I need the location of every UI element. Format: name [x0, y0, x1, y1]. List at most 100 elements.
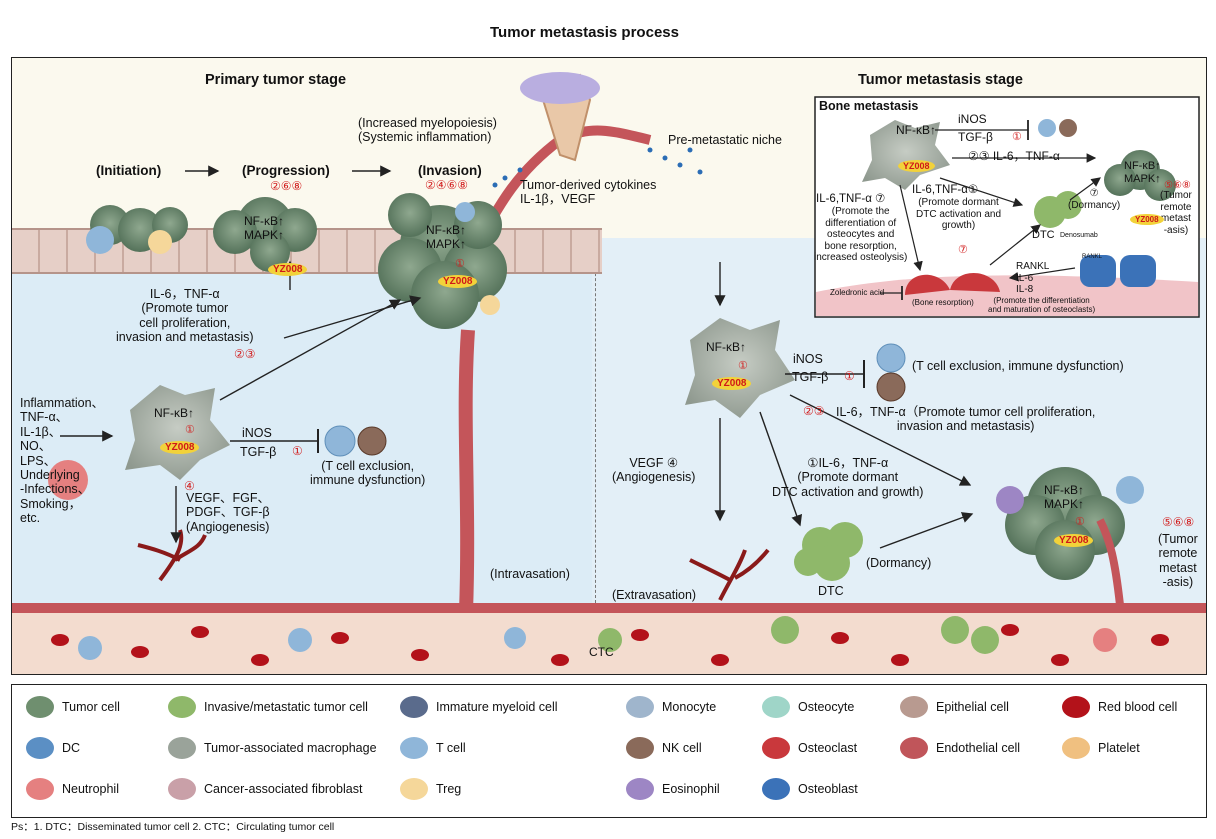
legend-item-t-cell: T cell [400, 737, 466, 759]
remote-circle-one: ① [1075, 516, 1085, 528]
stage-divider [595, 258, 596, 608]
legend-item-red-blood-cell: Red blood cell [1062, 696, 1177, 718]
macrophage-icon [168, 737, 196, 759]
legend-label: Neutrophil [62, 782, 119, 796]
legend-label: Endothelial cell [936, 741, 1021, 755]
progression-numbers: ②⑥⑧ [270, 179, 303, 193]
neutrophil-icon [26, 778, 54, 800]
initiation-label: (Initiation) [96, 163, 162, 178]
legend-label: Eosinophil [662, 782, 720, 796]
left-inos: iNOS [242, 426, 272, 440]
cytokines-text: Tumor-derived cytokines IL-1β，VEGF [520, 178, 657, 207]
bone-left-text: (Promote the differentiation of osteocyt… [814, 206, 908, 263]
progression-tumor [213, 197, 317, 272]
vessel-cells [78, 616, 1117, 660]
bone-seven-mid: ⑦ [958, 244, 968, 256]
legend-item-eosinophil: Eosinophil [626, 778, 720, 800]
extravasation-label: (Extravasation) [612, 588, 697, 602]
middle-macrophage-circle-one: ① [738, 360, 748, 372]
nk-cell-icon [626, 737, 654, 759]
bone-remote-numbers: ⑤⑥⑧ [1164, 180, 1191, 191]
primary-stage-heading: Primary tumor stage [205, 72, 347, 88]
legend-item-invasive-tumor-cell: Invasive/metastatic tumor cell [168, 696, 368, 718]
invasion-circle-one: ① [455, 258, 465, 270]
bone-heading: Bone metastasis [819, 99, 919, 113]
remote-text: (Tumor remote metast -asis) [1158, 532, 1198, 590]
progression-nfkb-mapk: NF-κB↑ MAPK↑ [244, 214, 285, 242]
bone-rankl-text: RANKL IL-6 IL-8 [1016, 261, 1050, 295]
invasion-yz008: YZ008 [438, 275, 478, 288]
bone-inos: iNOS [958, 112, 987, 126]
middle-inos: iNOS [793, 352, 823, 366]
bone-tgf-circle-one: ① [1012, 131, 1022, 143]
middle-il6-numbers: ②③ [803, 404, 825, 418]
il6-promote-text: IL-6，TNF-α (Promote tumor cell prolifera… [116, 287, 254, 345]
bone-yz008: YZ008 [898, 160, 935, 172]
middle-tgf: TGF-β [792, 370, 829, 384]
middle-tgf-circle-one: ① [844, 369, 855, 383]
myelopoiesis-text: (Increased myelopoiesis) (Systemic infla… [358, 116, 497, 145]
invasion-label: (Invasion) [418, 163, 482, 178]
bone-il6-tnf: ②③ IL-6，TNF-α [968, 149, 1060, 163]
progression-yz008: YZ008 [268, 263, 308, 276]
tissue-background-left [12, 268, 592, 668]
il6-numbers: ②③ [234, 347, 256, 361]
legend-label: Osteocyte [798, 700, 855, 714]
remote-yz008: YZ008 [1054, 534, 1094, 547]
legend-item-treg: Treg [400, 778, 461, 800]
legend-item-epithelial-cell: Epithelial cell [900, 696, 1009, 718]
fibroblast-icon [168, 778, 196, 800]
angiogenesis-vessel-right [689, 548, 770, 601]
middle-dormancy-label: (Dormancy) [866, 556, 932, 570]
eosinophil-icon [626, 778, 654, 800]
bone-resorption-label: (Bone resorption) [912, 298, 974, 307]
legend-item-osteoblast: Osteoblast [762, 778, 858, 800]
legend-item-neutrophil: Neutrophil [26, 778, 119, 800]
epithelial-cell-icon [900, 696, 928, 718]
left-tcell-exclusion: (T cell exclusion, immune dysfunction) [310, 459, 426, 488]
progression-label: (Progression) [242, 163, 330, 178]
legend-item-osteocyte: Osteocyte [762, 696, 854, 718]
legend-label: T cell [436, 741, 466, 755]
legend-item-dc: DC [26, 737, 80, 759]
middle-macrophage-yz008: YZ008 [712, 377, 752, 390]
inflammation-list: Inflammation、 TNF-α、 IL-1β、 NO、 LPS、 Und… [20, 396, 105, 525]
left-macrophage-circle-one: ① [185, 424, 195, 436]
endothelial-cell-icon [900, 737, 928, 759]
legend-item-platelet: Platelet [1062, 737, 1140, 759]
invasion-numbers: ②④⑥⑧ [425, 178, 469, 192]
legend-label: Red blood cell [1098, 700, 1178, 714]
red-blood-cells [51, 624, 1169, 666]
t-cell-icon [400, 737, 428, 759]
remote-nfkb-mapk: NF-κB↑ MAPK↑ [1044, 483, 1085, 511]
middle-vegf-text: VEGF ④ (Angiogenesis) [612, 456, 696, 485]
osteoblast-icon [762, 778, 790, 800]
legend-label: Osteoblast [798, 782, 858, 796]
bone-dtc-label: DTC [1032, 229, 1055, 241]
monocyte-icon [626, 696, 654, 718]
legend-item-immature-myeloid-cell: Immature myeloid cell [400, 696, 558, 718]
legend-item-fibroblast: Cancer-associated fibroblast [168, 778, 362, 800]
metastasis-stage-heading: Tumor metastasis stage [858, 72, 1023, 88]
left-macrophage-nfkb: NF-κB↑ [154, 406, 194, 420]
left-vegf-text: VEGF、FGF、 PDGF、TGF-β (Angiogenesis) [186, 491, 271, 534]
invasion-tumor [378, 193, 507, 329]
legend-item-endothelial-cell: Endothelial cell [900, 737, 1020, 759]
bone-dormancy-label: ⑦ (Dormancy) [1068, 188, 1121, 211]
legend-label: Treg [436, 782, 462, 796]
legend-label: Osteoclast [798, 741, 858, 755]
middle-dtc [794, 522, 863, 581]
legend-label: Tumor-associated macrophage [204, 741, 377, 755]
invasion-nfkb-mapk: NF-κB↑ MAPK↑ [426, 223, 467, 251]
left-tgf-circle-one: ① [292, 444, 303, 458]
ctc-label: CTC [589, 645, 614, 659]
legend-label: Tumor cell [62, 700, 120, 714]
legend-label: Invasive/metastatic tumor cell [204, 700, 368, 714]
bone-inset-art [814, 96, 1200, 318]
footnote: Ps：1. DTC：Disseminated tumor cell 2. CTC… [11, 821, 335, 833]
legend-label: Epithelial cell [936, 700, 1009, 714]
premetastatic-niche-label: Pre-metastatic niche [668, 133, 782, 147]
legend-label: Monocyte [662, 700, 717, 714]
intravasation-label: (Intravasation) [490, 567, 570, 581]
